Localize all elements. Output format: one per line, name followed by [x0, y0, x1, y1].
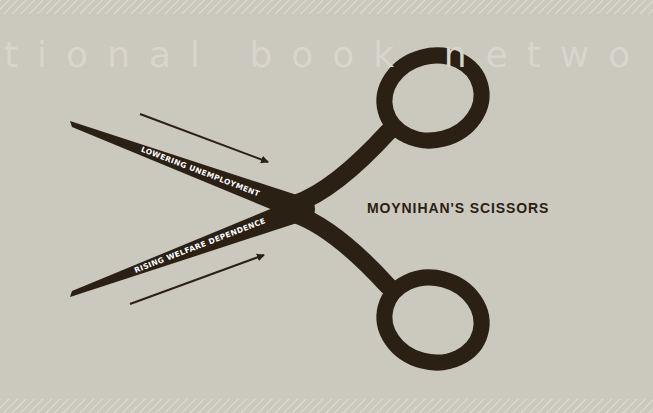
upper-blade [70, 121, 314, 216]
blade-label: RISING WELFARE DEPENDENCE [133, 217, 266, 274]
diagram-title: MOYNIHAN'S SCISSORS [367, 200, 549, 216]
blade-label: LOWERING UNEMPLOYMENT [139, 146, 260, 198]
blade-text: LOWERING UNEMPLOYMENT [139, 146, 260, 198]
watermark: tional book netwo [4, 34, 649, 75]
lower-ring [375, 267, 491, 374]
lower-handle [295, 214, 388, 286]
lower-blade [70, 202, 314, 297]
blade-text: RISING WELFARE DEPENDENCE [133, 217, 266, 274]
upper-handle [295, 132, 388, 204]
hatch-band [0, 0, 653, 14]
hatch-band [0, 399, 653, 413]
